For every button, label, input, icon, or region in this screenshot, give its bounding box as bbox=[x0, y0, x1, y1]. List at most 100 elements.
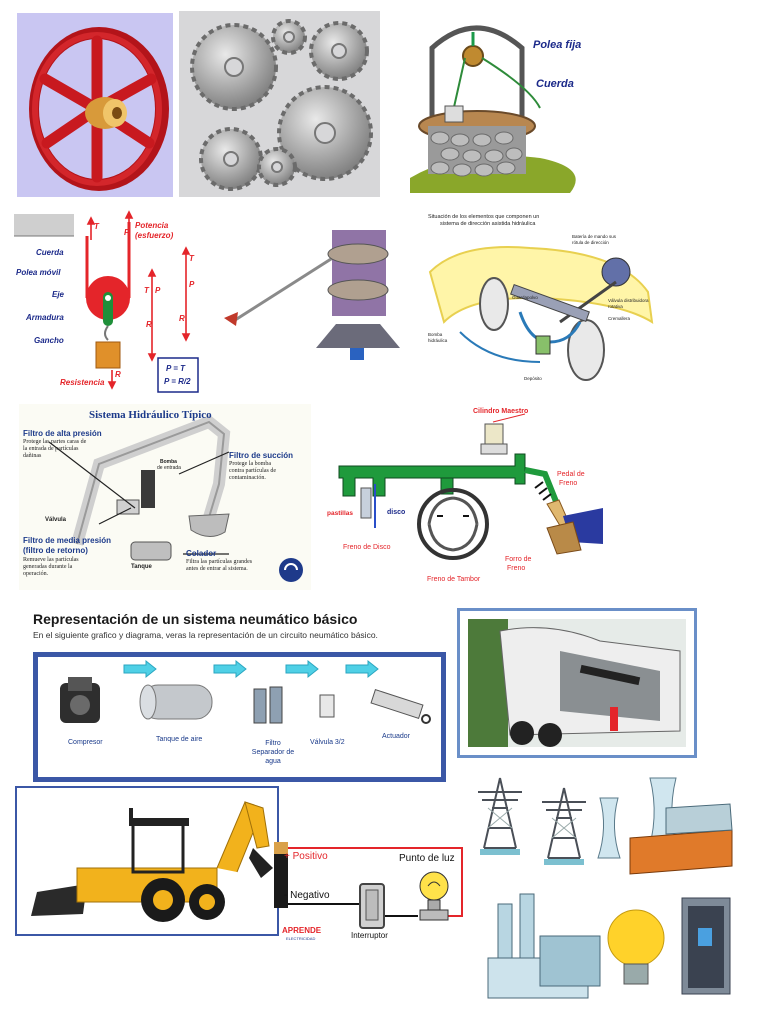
polea-fija-label: Polea fija bbox=[533, 39, 582, 51]
cuerda-label: Cuerda bbox=[536, 78, 574, 90]
steering-title-1: Situación de los elementos que componen … bbox=[428, 214, 540, 220]
pneumatic-flow bbox=[60, 659, 431, 724]
pneumatic-title: Representación de un sistema neumático b… bbox=[33, 611, 358, 627]
pd-polea-movil: Polea móvil bbox=[16, 268, 61, 277]
pd-T-left: T bbox=[94, 222, 99, 231]
filtro-alta-label: Filtro de alta presión bbox=[23, 429, 102, 438]
pd-eje: Eje bbox=[52, 290, 65, 299]
bomba-label-0: Bomba bbox=[160, 459, 177, 465]
aprende-logo: APRENDE bbox=[282, 926, 322, 935]
brake-panel: Cilindro Maestro Pedal de Freno pastilla… bbox=[325, 404, 605, 594]
energy-panel bbox=[470, 768, 760, 1018]
valvula-label: Válvula bbox=[45, 517, 67, 523]
pd-R-left: R bbox=[115, 370, 121, 379]
steering-label-4: rotativa bbox=[608, 304, 623, 309]
filtro-alta-desc-0: Protege las partes caras de bbox=[23, 439, 87, 445]
steering-label-5: Cremallera bbox=[608, 316, 631, 321]
hydraulic-panel: Sistema Hidráulico Típico Filtro de alta… bbox=[19, 404, 311, 590]
garbage-truck-image bbox=[468, 619, 686, 747]
pd-eq2: P = R/2 bbox=[164, 377, 191, 386]
pd-potencia: Potencia bbox=[135, 221, 169, 230]
pd-T-right: T bbox=[189, 254, 194, 263]
filtro-media-label-0: Filtro de media presión bbox=[23, 536, 112, 545]
steering-panel: Situación de los elementos que componen … bbox=[420, 212, 660, 392]
energy-image bbox=[478, 777, 733, 999]
filtro-succion-desc-1: contra partículas de bbox=[229, 468, 276, 474]
cilindro-label: Cilindro Maestro bbox=[473, 408, 529, 415]
comp-label-3: Válvula 3/2 bbox=[310, 739, 345, 746]
electricidad-logo: ELECTRICIDAD bbox=[286, 936, 316, 941]
forro-label-0: Forro de bbox=[505, 556, 532, 563]
comp-label-4: Actuador bbox=[382, 733, 411, 740]
filtro-media-label-1: (filtro de retorno) bbox=[23, 546, 88, 555]
gears-image bbox=[190, 19, 373, 191]
brake-image bbox=[338, 413, 603, 560]
hydraulic-title: Sistema Hidráulico Típico bbox=[89, 409, 212, 421]
filtro-succion-desc-2: contaminación. bbox=[229, 475, 266, 481]
comp-label-1: Tanque de aire bbox=[156, 736, 203, 743]
filtro-alta-desc-1: la entrada de partículas bbox=[23, 446, 79, 452]
pneumatic-diagram: Compresor Tanque de aire Filtro Separado… bbox=[33, 652, 446, 782]
flywheel-panel bbox=[17, 13, 173, 197]
steering-label-3: Válvula distribuidora bbox=[608, 298, 649, 303]
steering-label-0: Batería de mando sus bbox=[572, 234, 617, 239]
pd-gancho: Gancho bbox=[34, 336, 64, 345]
punto-luz-label: Punto de luz bbox=[399, 853, 455, 864]
freno-tambor-label: Freno de Tambor bbox=[427, 576, 481, 583]
backhoe-image bbox=[31, 801, 273, 922]
flywheel-image bbox=[29, 27, 169, 191]
garbage-truck-panel bbox=[457, 608, 697, 758]
steering-title-2: sistema de dirección asistida hidráulica bbox=[440, 221, 536, 227]
pd-cuerda: Cuerda bbox=[36, 248, 64, 257]
filtro-media-desc-2: operación. bbox=[23, 571, 49, 577]
pd-eq1: P = T bbox=[166, 364, 186, 373]
colador-desc-1: antes de entrar al sistema. bbox=[186, 566, 248, 572]
pedal-label-1: Freno bbox=[559, 480, 578, 487]
steering-image bbox=[428, 246, 654, 381]
pulley-block-image bbox=[224, 230, 400, 360]
filtro-media-desc-1: generadas durante la bbox=[23, 564, 73, 570]
positivo-label: + Positivo bbox=[284, 851, 328, 862]
pedal-label-0: Pedal de bbox=[557, 471, 585, 478]
filtro-succion-label: Filtro de succión bbox=[229, 451, 294, 460]
comp-label-2: Filtro Separador de agua bbox=[251, 740, 295, 765]
well-image bbox=[410, 25, 576, 193]
backhoe-panel bbox=[15, 786, 279, 936]
forro-label-1: Freno bbox=[507, 565, 526, 572]
pd-P-mid: P bbox=[155, 286, 161, 295]
hydraulic-image bbox=[48, 415, 303, 582]
steering-label-1: rótula de dirección bbox=[572, 240, 609, 245]
circuit-panel: + Positivo - Negativo Punto de luz Inter… bbox=[270, 838, 470, 948]
pd-T-mid: T bbox=[144, 286, 149, 295]
pd-resistencia: Resistencia bbox=[60, 378, 105, 387]
pd-P-left: P bbox=[124, 228, 130, 237]
pastillas-label: pastillas bbox=[327, 510, 354, 517]
circuit-image bbox=[274, 842, 463, 929]
bomba-label-1: de entrada bbox=[157, 465, 181, 471]
pd-armadura: Armadura bbox=[26, 313, 64, 322]
tanque-label: Tanque bbox=[131, 564, 152, 570]
pulley-block-panel bbox=[212, 224, 412, 374]
steering-label-8: Depósito bbox=[524, 376, 542, 381]
pd-R-mid: R bbox=[146, 320, 152, 329]
interruptor-label: Interruptor bbox=[351, 931, 388, 940]
negativo-label: - Negativo bbox=[284, 890, 330, 901]
pd-R-right: R bbox=[179, 314, 185, 323]
disco-label: disco bbox=[387, 509, 406, 516]
well-panel: Polea fija Cuerda bbox=[390, 8, 600, 198]
gears-panel bbox=[179, 11, 380, 197]
filtro-alta-desc-2: dañinas bbox=[23, 453, 42, 459]
steering-label-7: hidráulica bbox=[428, 338, 448, 343]
pneumatic-subtitle: En el siguiente grafico y diagrama, vera… bbox=[33, 630, 378, 640]
pd-P-right: P bbox=[189, 280, 195, 289]
pulley-diagram-panel: Cuerda Polea móvil Eje Armadura Gancho R… bbox=[14, 210, 204, 396]
colador-desc-0: Filtra las partículas grandes bbox=[186, 559, 253, 565]
comp-label-0: Compresor bbox=[68, 739, 103, 746]
steering-label-6: Bomba bbox=[428, 332, 443, 337]
colador-label: Colador bbox=[186, 549, 217, 558]
filtro-media-desc-0: Remueve las partículas bbox=[23, 557, 79, 563]
steering-label-2: Guardapolvo bbox=[512, 295, 538, 300]
freno-disco-label: Freno de Disco bbox=[343, 544, 391, 551]
pd-esfuerzo: (esfuerzo) bbox=[135, 231, 174, 240]
filtro-succion-desc-0: Protege la bomba bbox=[229, 461, 271, 467]
